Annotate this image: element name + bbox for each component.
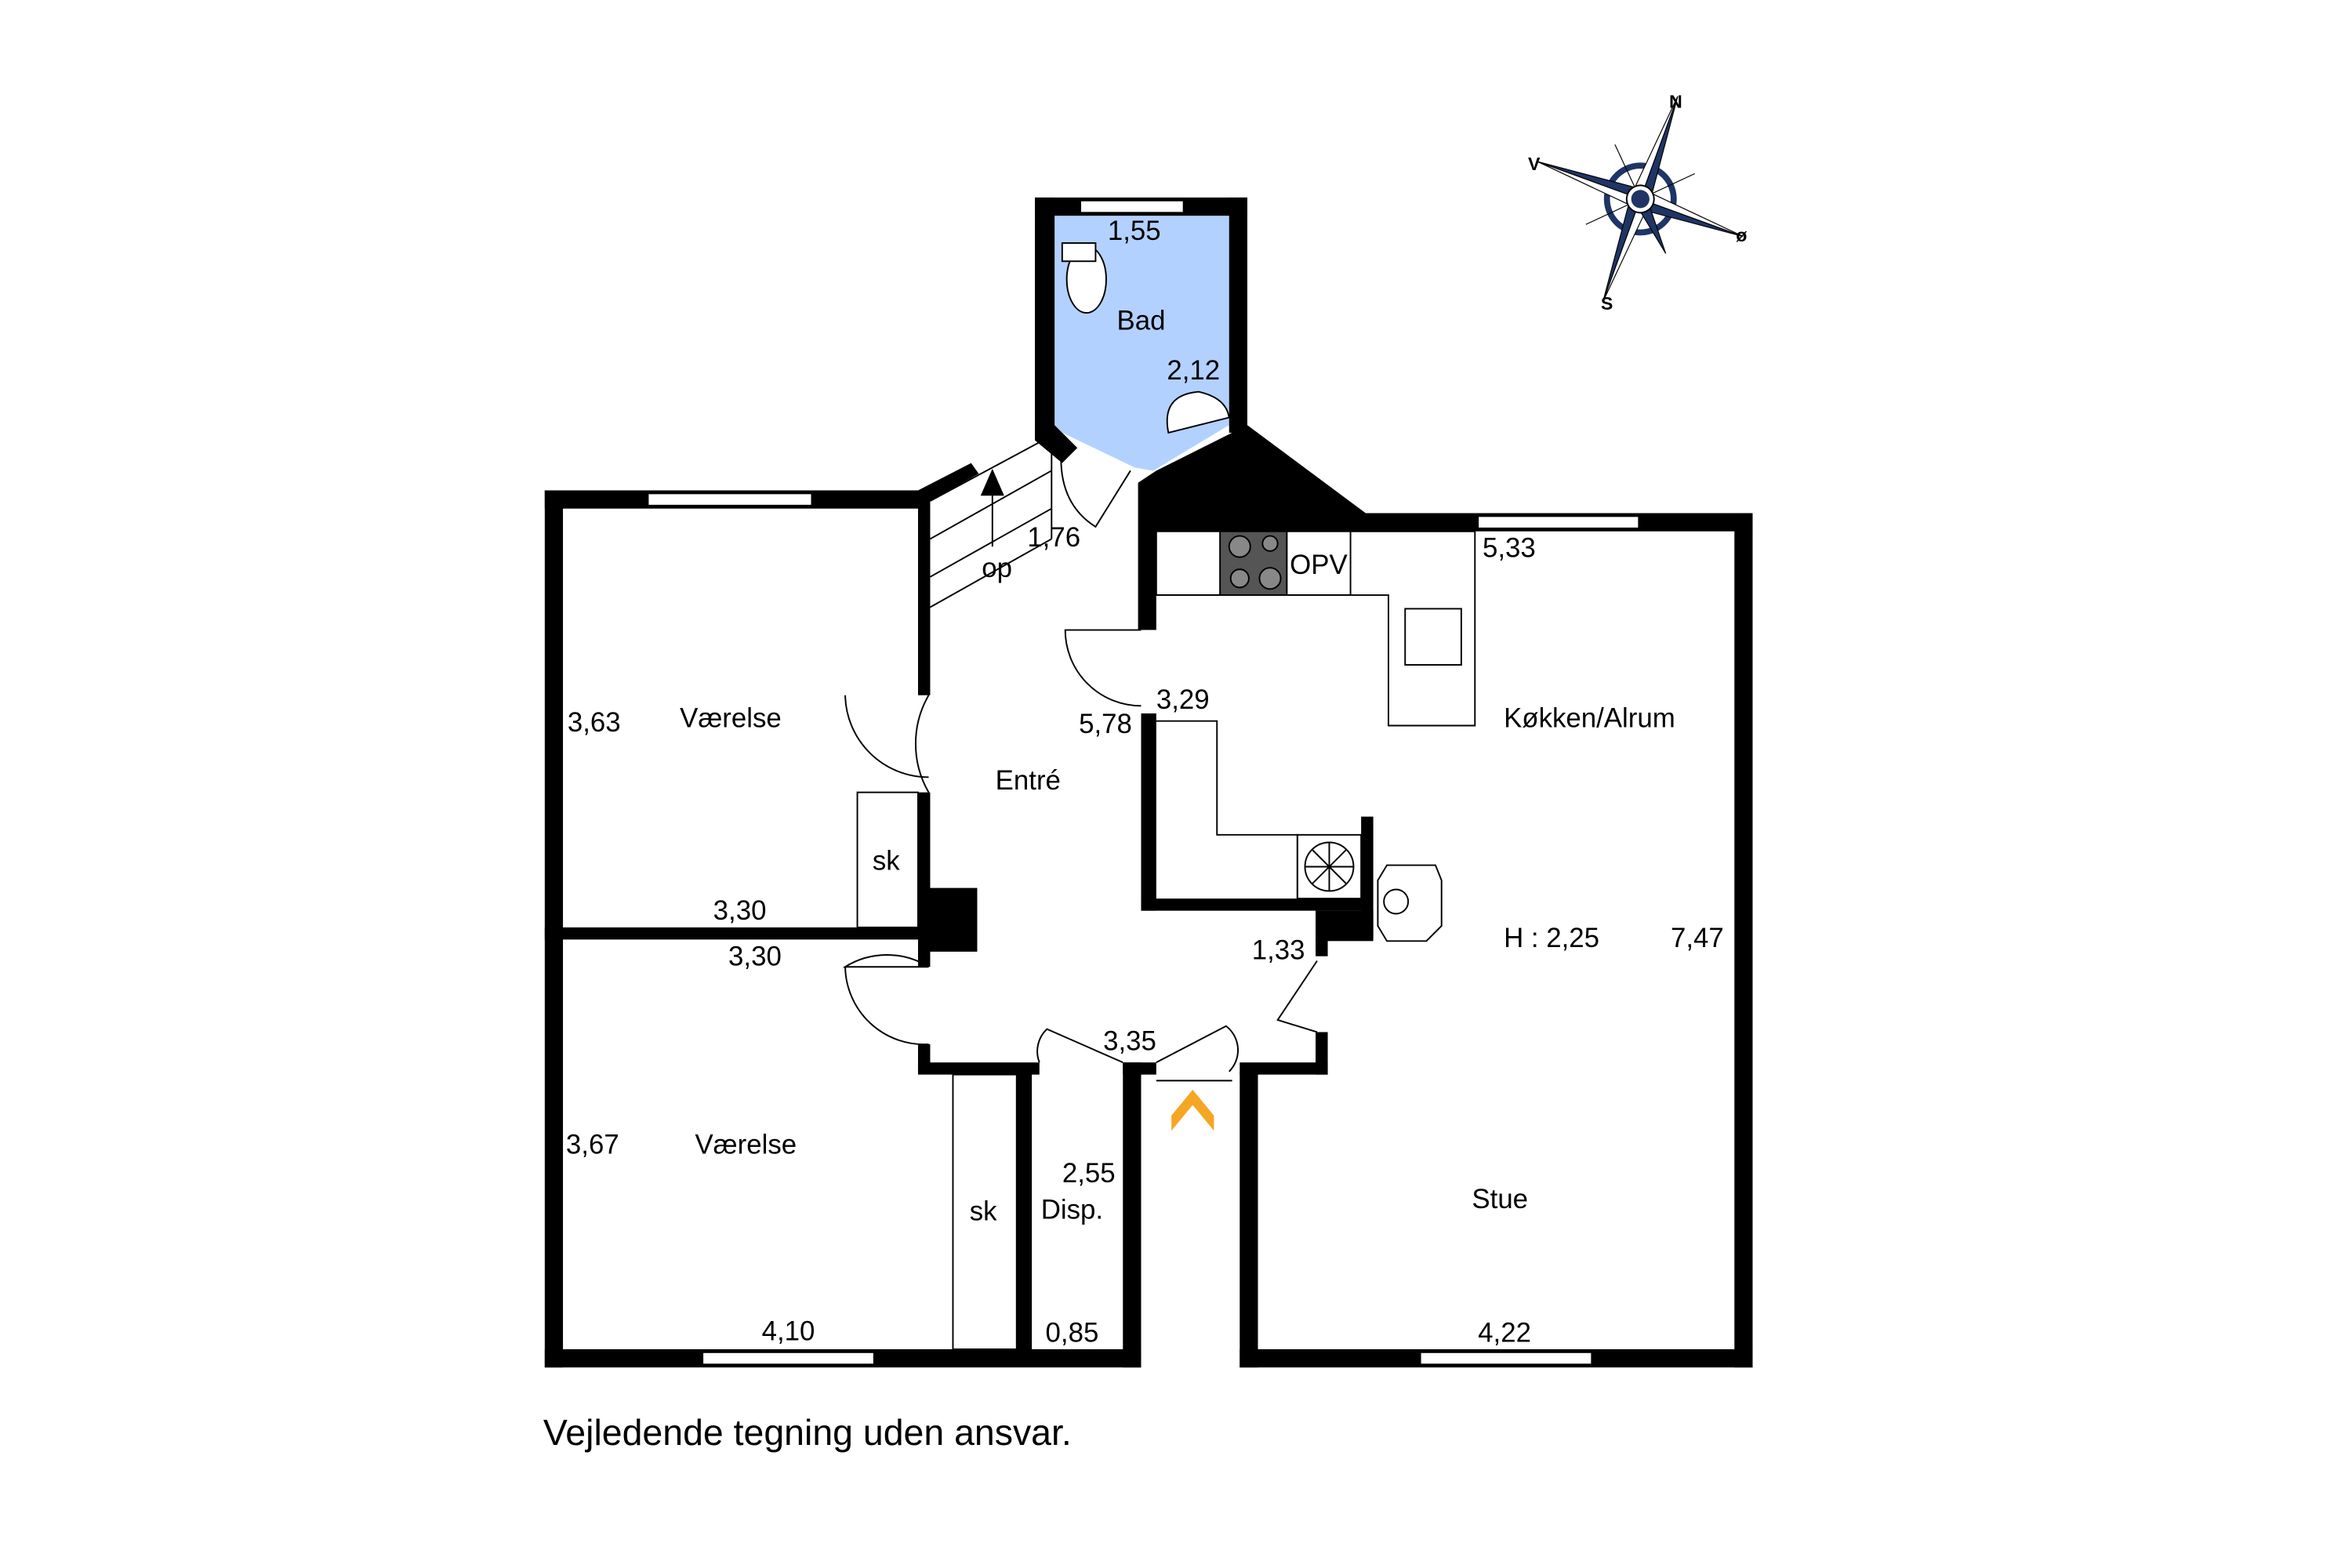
room-label-kitchen: Køkken/Alrum [1504,702,1675,733]
closet-label-2: sk [970,1196,997,1226]
dim-disp-2: 0,85 [1046,1317,1099,1348]
dim-stue-1: 7,47 [1671,923,1724,953]
disclaimer-caption: Vejledende tegning uden ansvar. [543,1412,1072,1453]
dim-v1-2: 3,30 [713,895,767,926]
room-label-disp: Disp. [1041,1195,1103,1225]
compass-rose-icon [1537,96,1744,303]
closet-label-1: sk [873,845,900,876]
ceiling-height: H : 2,25 [1504,923,1599,953]
dim-entre-2: 3,29 [1156,684,1210,715]
dim-v2-1: 3,30 [728,941,782,971]
compass-north: N [1669,92,1682,112]
compass-south: S [1601,293,1613,314]
room-label-entre: Entré [996,765,1061,796]
dim-bad-2: 2,12 [1167,355,1220,386]
appliance-label-opv: OPV [1290,550,1348,580]
dim-stair: 1,76 [1027,522,1080,553]
dim-entre-3: 1,33 [1252,935,1305,966]
room-label-bad: Bad [1117,305,1166,336]
dim-v2-3: 4,10 [762,1316,815,1346]
stair-label: op [982,553,1012,583]
dim-entre-4: 3,35 [1103,1026,1156,1057]
dim-disp-1: 2,55 [1062,1158,1116,1189]
dim-kitchen-1: 5,33 [1483,533,1536,564]
dim-v1-1: 3,63 [568,707,621,738]
room-label-stue: Stue [1472,1184,1528,1214]
windows [647,199,1640,1366]
cooktop-icon [1219,530,1288,596]
dim-v2-2: 3,67 [566,1129,619,1160]
room-label-vaerelse-2: Værelse [695,1129,797,1160]
dim-bad-1: 1,55 [1108,216,1161,246]
dim-entre-1: 5,78 [1079,709,1132,739]
dim-stue-2: 4,22 [1478,1317,1531,1348]
compass-east: ø [1736,225,1748,245]
fixtures [842,242,1476,1350]
room-label-vaerelse-1: Værelse [680,702,782,733]
compass-west: V [1528,154,1541,174]
entrance-arrow-icon [1171,1090,1214,1131]
stove-icon [1304,841,1355,892]
